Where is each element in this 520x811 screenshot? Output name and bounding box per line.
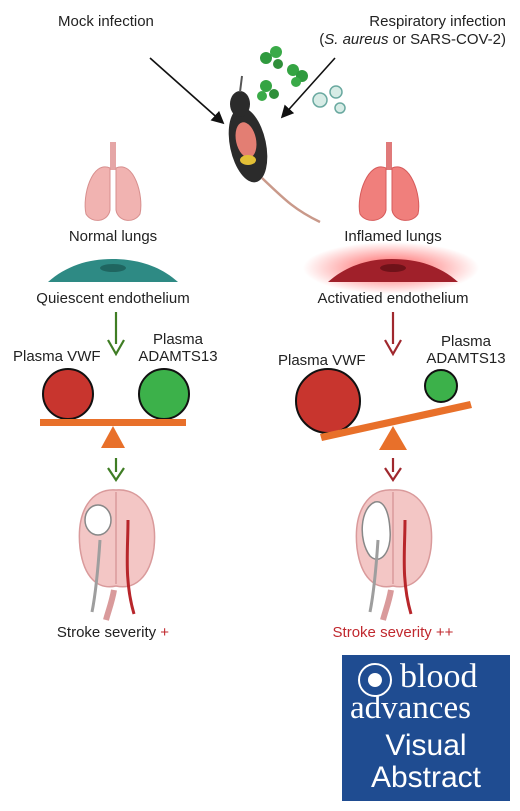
left-adamts13-label-line1: Plasma (152, 331, 204, 348)
normal-lungs-icon (84, 142, 142, 221)
left-vwf-ball (42, 368, 94, 420)
logo-word-visual: Visual (385, 729, 467, 762)
normal-lungs-label: Normal lungs (68, 228, 158, 245)
activated-endothelium-label: Activatied endothelium (317, 290, 469, 307)
inflamed-lungs-icon (358, 142, 420, 221)
red-arrow-1 (384, 312, 402, 357)
left-stroke-severity-label: Stroke severity + (56, 624, 170, 641)
logo-word-abstract: Abstract (370, 761, 482, 794)
left-fulcrum (101, 426, 125, 448)
right-adamts13-label-line2: ADAMTS13 (426, 350, 506, 367)
right-seesaw-beam (320, 401, 472, 441)
right-fulcrum (379, 426, 407, 450)
quiescent-endothelium-label: Quiescent endothelium (36, 290, 190, 307)
left-adamts13-ball (138, 368, 190, 420)
green-arrow-1 (107, 312, 125, 357)
red-arrow-2 (384, 458, 402, 482)
right-vwf-ball (295, 368, 361, 434)
society-seal-icon (358, 663, 392, 697)
brain-icon-right (355, 489, 433, 621)
right-stroke-severity-label: Stroke severity ++ (332, 624, 454, 641)
right-adamts13-ball (424, 369, 458, 403)
logo-word-advances: advances (350, 690, 471, 726)
respiratory-infection-label: Respiratory infection (369, 13, 506, 30)
green-arrow-2 (107, 458, 125, 482)
mouse-icon (228, 75, 321, 224)
brain-icon-left (78, 489, 156, 621)
left-seesaw-beam (40, 419, 186, 426)
respiratory-arrow (280, 57, 336, 119)
respiratory-pathogens-label: (S. aureus or SARS-COV-2) (319, 31, 506, 48)
left-vwf-label: Plasma VWF (13, 348, 101, 365)
mock-infection-label: Mock infection (58, 13, 154, 30)
left-adamts13-label-line2: ADAMTS13 (138, 348, 218, 365)
inflamed-lungs-label: Inflamed lungs (344, 228, 442, 245)
virus-icon (312, 85, 346, 114)
logo-word-blood: blood (400, 658, 478, 695)
bacteria-cluster-icon (257, 46, 308, 101)
left-stroke-sign: + (160, 624, 170, 641)
blood-advances-logo: blood advances Visual Abstract (342, 655, 510, 801)
species-name: S. aureus (324, 31, 389, 48)
right-adamts13-label-line1: Plasma (440, 333, 492, 350)
right-vwf-label: Plasma VWF (278, 352, 366, 369)
mock-arrow (149, 57, 225, 125)
